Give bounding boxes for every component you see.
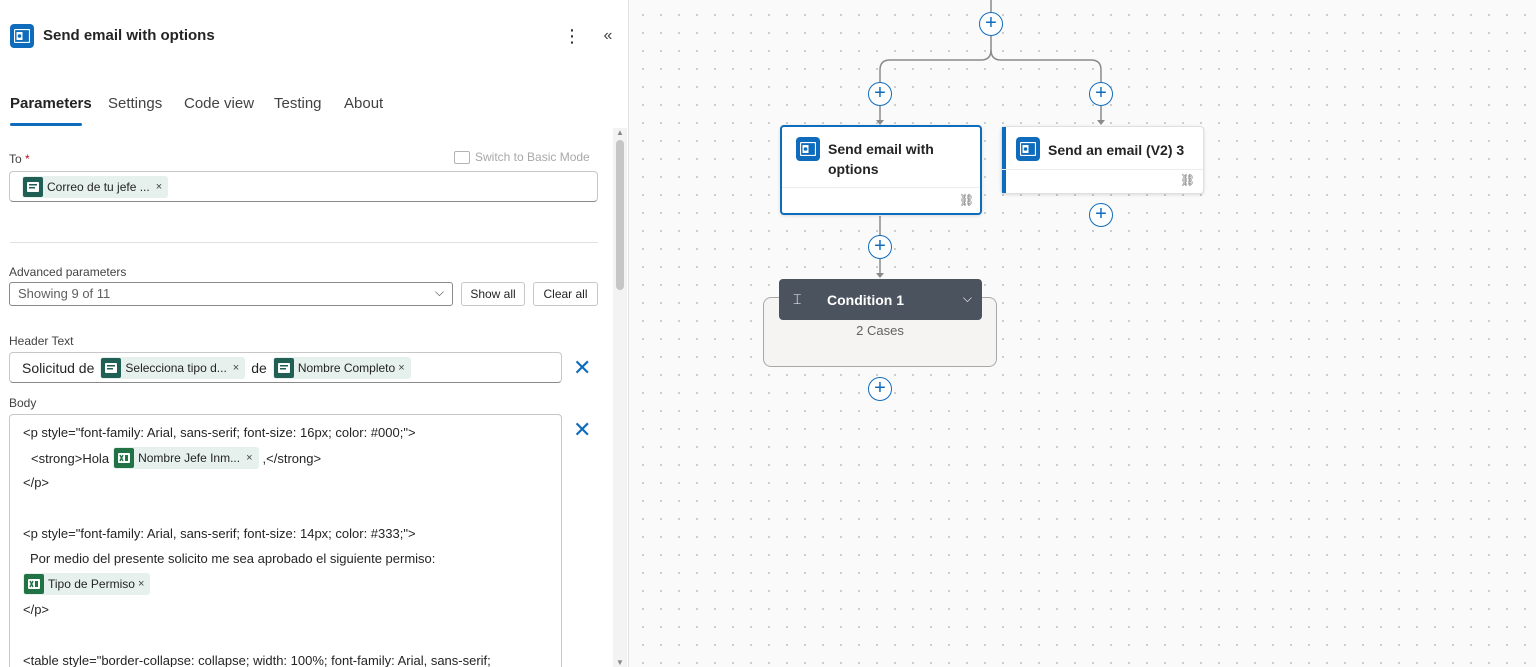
panel-header: Send email with options ⋮ « (0, 0, 628, 70)
header-text-label: Header Text (9, 334, 74, 348)
section-divider (10, 242, 598, 243)
switch-mode-icon (454, 150, 470, 164)
to-label: To * (9, 152, 30, 166)
condition-card[interactable]: ⌶ Condition 1 ⌵ (779, 279, 982, 320)
panel-scrollbar[interactable]: ▲ ▼ (613, 128, 627, 667)
to-label-text: To (9, 152, 22, 166)
active-tab-indicator (10, 123, 82, 126)
add-action-button[interactable]: + (868, 235, 892, 259)
scroll-up-icon[interactable]: ▲ (616, 128, 624, 137)
required-mark: * (25, 152, 30, 166)
header-token-name-label: Nombre Completo (297, 360, 396, 375)
condition-cases: 2 Cases (856, 323, 904, 338)
link-icon: ⛓ (1180, 173, 1196, 187)
forms-icon (273, 357, 294, 378)
tab-code-view[interactable]: Code view (184, 95, 255, 112)
body-line: <p style="font-family: Arial, sans-serif… (23, 425, 416, 440)
double-chevron-left-icon[interactable]: « (603, 27, 613, 44)
advanced-parameters-value: Showing 9 of 11 (18, 286, 111, 301)
header-token-type-label: Selecciona tipo d... (125, 360, 227, 375)
panel-title: Send email with options (43, 27, 215, 44)
excel-icon (24, 574, 44, 594)
header-text-field[interactable]: Solicitud de Selecciona tipo d... × de N… (9, 352, 562, 383)
remove-token-icon[interactable]: × (232, 361, 240, 374)
scroll-thumb[interactable] (616, 140, 624, 290)
header-text-middle: de (251, 359, 267, 376)
body-token-jefe[interactable]: Nombre Jefe Inm... × (113, 447, 259, 469)
body-token-permiso-label: Tipo de Permiso (48, 577, 135, 591)
card-divider (1002, 169, 1203, 170)
remove-token-icon[interactable]: × (398, 361, 405, 374)
add-action-button[interactable]: + (1089, 82, 1113, 106)
to-token-label: Correo de tu jefe ... (47, 180, 150, 194)
action-card-title: Send email with options (828, 141, 934, 177)
remove-token-icon[interactable]: × (246, 452, 253, 464)
tab-testing[interactable]: Testing (274, 95, 322, 112)
action-card-send-email-options[interactable]: Send email with options ⛓ (780, 125, 982, 215)
to-field[interactable]: Correo de tu jefe ... × (9, 171, 598, 202)
body-token-jefe-label: Nombre Jefe Inm... (138, 451, 241, 465)
body-label: Body (9, 396, 37, 410)
to-token[interactable]: Correo de tu jefe ... × (22, 176, 169, 198)
body-line: Tipo de Permiso × (23, 573, 151, 595)
switch-basic-mode-button[interactable]: Switch to Basic Mode (454, 150, 590, 164)
tab-settings[interactable]: Settings (108, 95, 163, 112)
header-token-type[interactable]: Selecciona tipo d... × (100, 356, 246, 379)
body-line: <strong>Hola Nombre Jefe Inm... × ,</str… (31, 447, 321, 469)
condition-title: Condition 1 (827, 292, 904, 308)
outlook-icon (10, 24, 34, 48)
advanced-parameters-select[interactable]: Showing 9 of 11 ⌵ (9, 282, 453, 306)
panel-tabs: Parameters Settings Code view Testing Ab… (0, 90, 628, 126)
body-text: ,</strong> (262, 450, 322, 466)
flow-canvas[interactable]: + + + Send email with options ⛓ Send an … (630, 0, 1536, 667)
flow-connectors (876, 0, 1105, 278)
scroll-down-icon[interactable]: ▼ (616, 658, 624, 667)
card-accent (1002, 127, 1006, 193)
clear-body-icon[interactable]: ✕ (573, 417, 592, 442)
tab-parameters[interactable]: Parameters (10, 95, 92, 112)
body-text: <strong>Hola (31, 450, 110, 466)
action-details-panel: Send email with options ⋮ « Parameters S… (0, 0, 629, 667)
excel-icon (114, 448, 135, 468)
more-vertical-icon[interactable]: ⋮ (563, 26, 581, 46)
body-editor[interactable]: <p style="font-family: Arial, sans-serif… (9, 414, 562, 667)
card-divider (782, 187, 980, 188)
action-card-send-email-v2[interactable]: Send an email (V2) 3 ⛓ (1001, 126, 1204, 194)
add-action-button[interactable]: + (868, 377, 892, 401)
body-token-permiso[interactable]: Tipo de Permiso × (23, 573, 151, 595)
add-action-button[interactable]: + (1089, 203, 1113, 227)
chevron-down-icon: ⌵ (434, 285, 444, 299)
link-icon: ⛓ (959, 193, 975, 207)
advanced-parameters-label: Advanced parameters (9, 265, 127, 279)
body-line: </p> (23, 602, 50, 617)
outlook-icon (796, 137, 820, 161)
remove-token-icon[interactable]: × (137, 578, 145, 590)
switch-basic-mode-label: Switch to Basic Mode (475, 150, 590, 164)
add-action-button[interactable]: + (868, 82, 892, 106)
header-token-name[interactable]: Nombre Completo × (272, 356, 411, 379)
forms-icon (23, 177, 43, 197)
action-card-title: Send an email (V2) 3 (1048, 142, 1185, 158)
add-action-button[interactable]: + (979, 12, 1003, 36)
condition-icon: ⌶ (793, 291, 802, 307)
body-line: <p style="font-family: Arial, sans-serif… (23, 526, 416, 541)
forms-icon (101, 357, 122, 378)
clear-header-text-icon[interactable]: ✕ (573, 355, 592, 380)
header-text-prefix: Solicitud de (22, 359, 95, 376)
body-line: Por medio del presente solicito me sea a… (30, 551, 436, 566)
remove-token-icon[interactable]: × (155, 181, 163, 193)
outlook-icon (1016, 137, 1040, 161)
chevron-down-icon[interactable]: ⌵ (962, 291, 972, 305)
clear-all-button[interactable]: Clear all (533, 282, 598, 306)
body-line: </p> (23, 475, 50, 490)
tab-about[interactable]: About (344, 95, 384, 112)
show-all-button[interactable]: Show all (461, 282, 525, 306)
body-line: <table style="border-collapse: collapse;… (23, 653, 491, 667)
